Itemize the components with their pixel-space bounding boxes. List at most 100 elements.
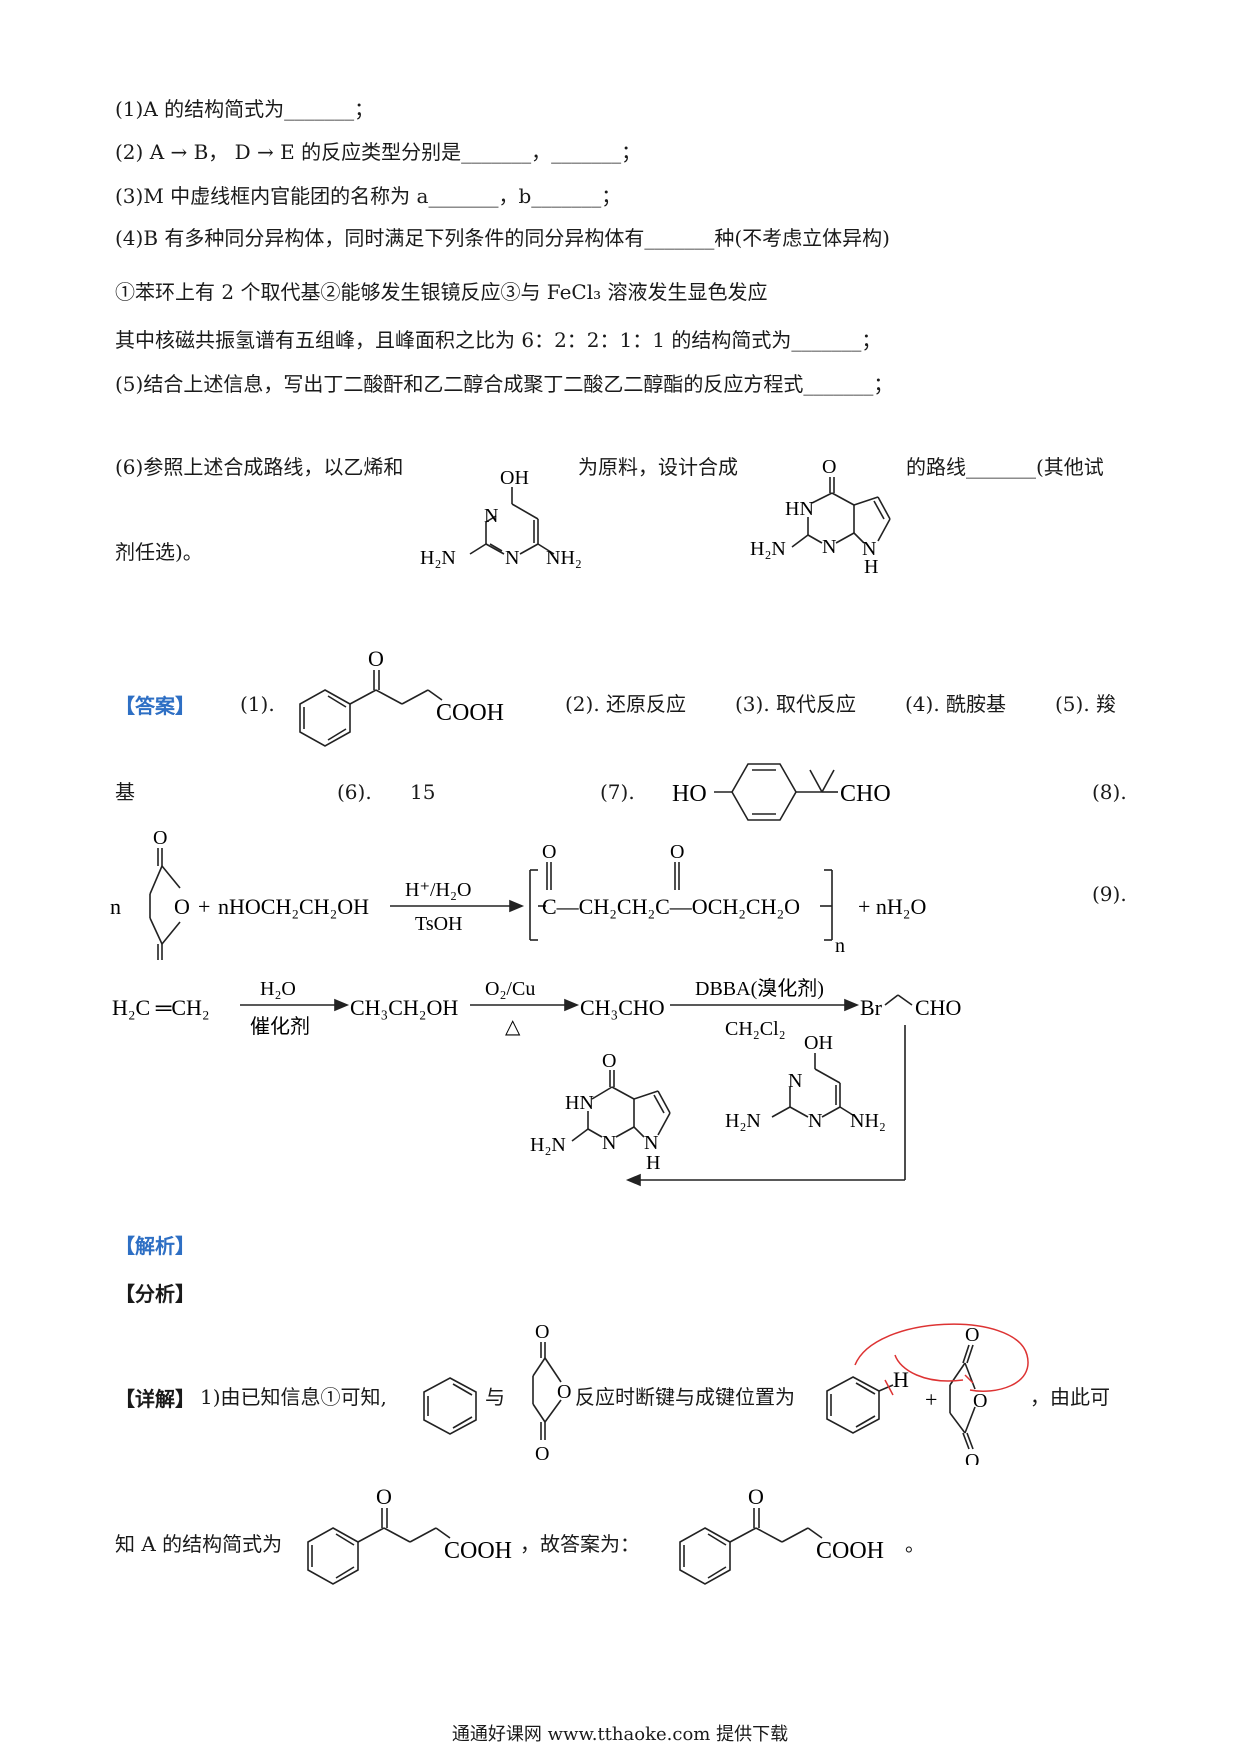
- detail-and: 与: [485, 1385, 505, 1409]
- answer-5a: (5). 羧: [1055, 692, 1117, 716]
- cooh-label: COOH: [816, 1538, 884, 1564]
- cho-label: CHO: [840, 781, 891, 807]
- eq-coeff-n: n: [110, 894, 121, 919]
- cooh-label: COOH: [436, 700, 504, 726]
- h-atom: H: [893, 1367, 909, 1392]
- eq-water: + nH₂O: [858, 894, 926, 919]
- answer-8-num: (8).: [1092, 780, 1127, 804]
- n-label: N: [862, 538, 876, 560]
- nh2-label: NH₂: [546, 547, 582, 569]
- detail-tag: 【详解】: [115, 1387, 195, 1411]
- n-label: N: [822, 536, 836, 558]
- answer-tag: 【答案】: [115, 694, 195, 718]
- answer-4: (4). 酰胺基: [905, 692, 1007, 716]
- succinic-anhydride-structure: O O O: [532, 1321, 571, 1460]
- n-label: N: [484, 505, 498, 527]
- question-2: (2) A → B， D → E 的反应类型分别是_______，_______…: [115, 140, 642, 164]
- question-4-nmr: 其中核磁共振氢谱有五组峰，且峰面积之比为 6：2：2：1：1 的结构简式为___…: [115, 328, 882, 352]
- eq-condition-bottom: TsOH: [415, 913, 463, 935]
- h2n-label: H₂N: [750, 538, 786, 560]
- acetaldehyde-label: CH₃CHO: [580, 995, 665, 1020]
- answer-7-num: (7).: [600, 780, 635, 804]
- question-5: (5)结合上述信息，写出丁二酸酐和乙二醇合成聚丁二酸乙二醇酯的反应方程式____…: [115, 372, 894, 396]
- compound-a-structure-3: O COOH: [679, 1484, 884, 1585]
- target-pyrrolopyrimidinone: O HN N H₂N N H: [750, 456, 891, 577]
- question-4: (4)B 有多种同分异构体，同时满足下列条件的同分异构体有_______种(不考…: [115, 226, 890, 250]
- reagent-nh2: NH₂: [850, 1110, 886, 1132]
- step1-bottom: 催化剂: [250, 1015, 310, 1038]
- detail-text-1: 1)由已知信息①可知,: [200, 1385, 387, 1409]
- ethanol-label: CH₃CH₂OH: [350, 995, 458, 1020]
- detail-text-3: ，由此可: [1030, 1385, 1110, 1409]
- question-1: (1)A 的结构简式为_______；: [115, 97, 375, 121]
- question-6-part-c: 的路线_______(其他试: [906, 455, 1104, 479]
- answer-6-value: 15: [410, 780, 436, 804]
- analysis-tag: 【解析】: [115, 1234, 195, 1258]
- compound-a-structure-2: O COOH: [307, 1484, 512, 1585]
- ring-o-label: O: [174, 894, 190, 919]
- bromoacetaldehyde-cho: CHO: [915, 995, 961, 1020]
- question-6-part-b: 为原料，设计合成: [578, 455, 738, 479]
- bond-breaking-diagram: H + O O O: [826, 1323, 1029, 1465]
- step2-top: O₂/Cu: [485, 978, 535, 1000]
- product-h: H: [646, 1152, 660, 1174]
- reagent-n: N: [788, 1070, 802, 1092]
- polymer-subscript-n: n: [835, 935, 845, 957]
- analysis-subtag: 【分析】: [115, 1282, 195, 1306]
- polymer-repeat-unit: C—CH₂CH₂C—OCH₂CH₂O: [542, 894, 800, 919]
- reagent-oh: OH: [804, 1032, 833, 1054]
- product-o: O: [602, 1050, 616, 1072]
- answer-2: (2). 还原反应: [565, 692, 687, 716]
- carbonyl-o-top: O: [153, 830, 167, 849]
- answer-9-num: (9).: [1092, 882, 1127, 906]
- diagram-o-bottom: O: [965, 1450, 979, 1465]
- answer-7-structure: HO CHO: [672, 763, 891, 821]
- synthesis-route: H₂C ═CH₂ H₂O 催化剂 CH₃CH₂OH O₂/Cu △ CH₃CHO…: [112, 977, 961, 1187]
- diagram-ring-o: O: [973, 1390, 987, 1412]
- question-6-part-a: (6)参照上述合成路线，以乙烯和: [115, 455, 404, 479]
- step3-bottom: CH₂Cl₂: [725, 1018, 786, 1040]
- poly-o-2: O: [670, 841, 684, 863]
- cooh-label: COOH: [444, 1538, 512, 1564]
- h-label: H: [864, 556, 878, 577]
- diagram-plus: +: [925, 1387, 937, 1412]
- oh-label: OH: [500, 467, 529, 489]
- detail-text-2: 反应时断键与成键位置为: [575, 1385, 795, 1409]
- o-label: O: [748, 1484, 764, 1509]
- h2n-label: H₂N: [420, 547, 456, 569]
- answer-3: (3). 取代反应: [735, 692, 857, 716]
- eq-plus: +: [198, 894, 210, 919]
- o-label: O: [822, 456, 836, 478]
- page-footer: 通通好课网 www.tthaoke.com 提供下载: [451, 1724, 789, 1745]
- eq-ethylene-glycol: nHOCH₂CH₂OH: [218, 894, 369, 919]
- o-label: O: [368, 646, 384, 671]
- n-label: N: [505, 547, 519, 569]
- step3-top: DBBA(溴化剂): [695, 977, 824, 1000]
- anhydride-o-bottom: O: [535, 1443, 549, 1460]
- hn-label: HN: [785, 498, 814, 520]
- ho-label: HO: [672, 781, 707, 807]
- diagram-o-top: O: [965, 1324, 979, 1346]
- anhydride-ring-o: O: [557, 1381, 571, 1403]
- polyester-equation: n O O O + nHOCH₂CH₂OH H⁺/H₂O TsOH O O C—…: [110, 830, 926, 960]
- step1-top: H₂O: [260, 978, 296, 1000]
- poly-o-1: O: [542, 841, 556, 863]
- eq-condition-top: H⁺/H₂O: [405, 879, 471, 901]
- o-label: O: [376, 1484, 392, 1509]
- answer-6-num: (6).: [337, 780, 372, 804]
- detail-text-4: 知 A 的结构简式为: [115, 1532, 283, 1556]
- reagent-n: N: [808, 1110, 822, 1132]
- answer-5b: 基: [115, 780, 135, 804]
- question-4-conditions: ①苯环上有 2 个取代基②能够发生银镜反应③与 FeCl₃ 溶液发生显色发应: [115, 280, 768, 304]
- product-hn: HN: [565, 1092, 594, 1114]
- question-6-part-d: 剂任选)。: [115, 540, 203, 564]
- reagent-h2n: H₂N: [725, 1110, 761, 1132]
- step2-bottom: △: [505, 1016, 521, 1038]
- product-n: N: [644, 1132, 658, 1154]
- ethene-label: H₂C ═CH₂: [112, 995, 210, 1020]
- answer-1-num: (1).: [240, 692, 275, 716]
- detail-text-5: ，故答案为：: [520, 1532, 640, 1556]
- compound-a-structure: O COOH: [299, 646, 504, 747]
- bromo-label: Br: [860, 995, 883, 1020]
- benzene-structure: [423, 1377, 477, 1435]
